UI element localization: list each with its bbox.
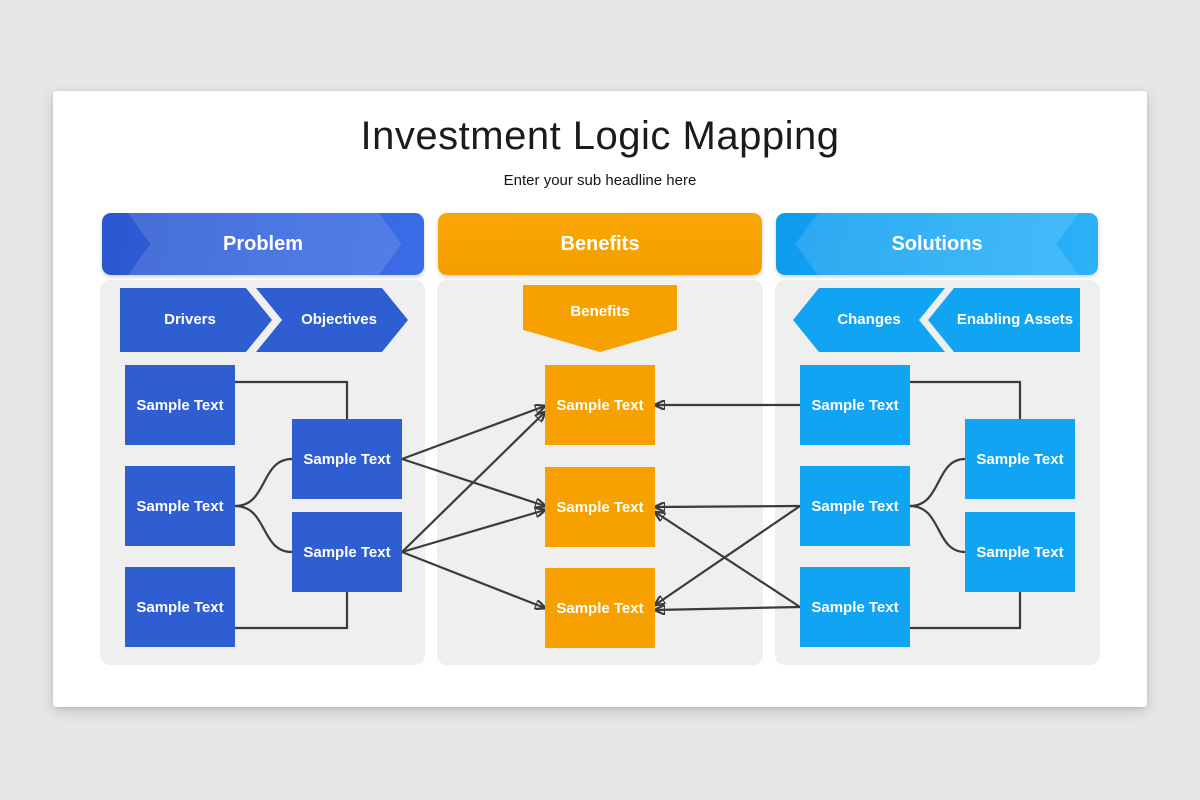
problem-node-3: Sample Text xyxy=(125,567,235,647)
solutions-header-label: Solutions xyxy=(891,232,983,255)
page-title: Investment Logic Mapping xyxy=(360,114,840,158)
benefits-header: Benefits xyxy=(438,213,762,275)
solutions-node-5: Sample Text xyxy=(965,512,1075,592)
solutions-node-1: Sample Text xyxy=(800,365,910,445)
benefits-node-2: Sample Text xyxy=(545,467,655,547)
problem-node-1: Sample Text xyxy=(125,365,235,445)
problem-node-5: Sample Text xyxy=(292,512,402,592)
objectives-arrow-tag: Objectives xyxy=(256,288,408,352)
problem-node-4: Sample Text xyxy=(292,419,402,499)
benefits-node-1: Sample Text xyxy=(545,365,655,445)
solutions-node-2: Sample Text xyxy=(800,466,910,546)
solutions-header: Solutions xyxy=(776,213,1098,275)
drivers-arrow-tag: Drivers xyxy=(120,288,272,352)
problem-node-2: Sample Text xyxy=(125,466,235,546)
enabling-assets-arrow-tag: Enabling Assets xyxy=(928,288,1080,352)
solutions-node-3: Sample Text xyxy=(800,567,910,647)
page-subtitle: Enter your sub headline here xyxy=(503,172,697,189)
problem-header-label: Problem xyxy=(222,232,304,255)
benefits-node-3: Sample Text xyxy=(545,568,655,648)
solutions-node-4: Sample Text xyxy=(965,419,1075,499)
benefits-header-label: Benefits xyxy=(560,232,640,255)
problem-header: Problem xyxy=(102,213,424,275)
